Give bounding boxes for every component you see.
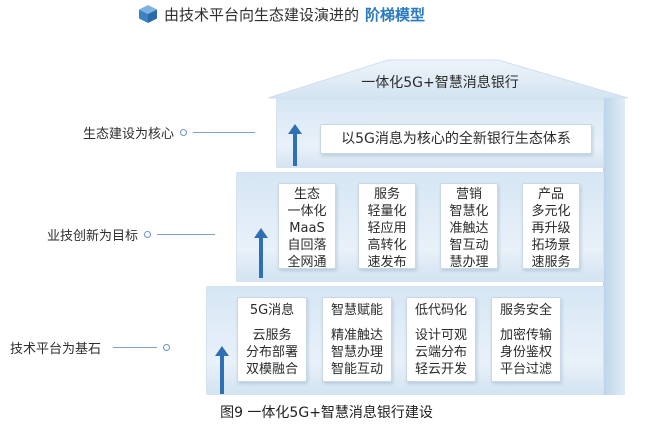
right-wall bbox=[603, 98, 625, 395]
bottom-column: 5G消息 云服务 分布部署 双模融合 bbox=[237, 297, 307, 382]
column-title: 生态 bbox=[293, 187, 320, 202]
roof-label: 一体化5G+智慧消息银行 bbox=[361, 75, 519, 91]
bottom-column: 低代码化 设计可观 云端分布 轻云开发 bbox=[406, 297, 476, 382]
diagram-header: 由技术平台向生态建设演进的阶梯模型 bbox=[138, 3, 425, 25]
column-item: 全网通 bbox=[287, 255, 327, 270]
column-item: 精准触达 bbox=[330, 328, 383, 343]
middle-column: 营销 智慧化 准触达 智互动 慧办理 bbox=[440, 183, 498, 270]
column-item: 一体化 bbox=[287, 204, 327, 219]
column-item: 智互动 bbox=[449, 238, 489, 253]
column-item: 智慧办理 bbox=[330, 345, 383, 360]
side-label-text: 技术平台为基石 bbox=[10, 342, 102, 357]
figure-caption: 图9 一体化5G+智慧消息银行建设 bbox=[220, 405, 433, 421]
column-item: 分布部署 bbox=[245, 345, 298, 360]
connector-line bbox=[193, 131, 256, 134]
column-item: 轻云开发 bbox=[414, 362, 467, 377]
cube-icon bbox=[139, 5, 157, 23]
column-item: 高转化 bbox=[367, 238, 407, 253]
arrow-up-icon bbox=[254, 228, 268, 278]
arrow-up-icon bbox=[288, 124, 302, 166]
side-label-middle: 业技创新为目标 bbox=[47, 225, 216, 244]
column-item: 平台过滤 bbox=[499, 362, 552, 377]
column-item: 慧办理 bbox=[449, 255, 489, 270]
connector-dot-icon bbox=[144, 231, 152, 238]
column-item: 云端分布 bbox=[414, 345, 467, 360]
column-item: 身份鉴权 bbox=[499, 345, 552, 360]
header-title-accent: 阶梯模型 bbox=[365, 5, 426, 24]
column-title: 低代码化 bbox=[414, 303, 467, 318]
bottom-column: 服务安全 加密传输 身份鉴权 平台过滤 bbox=[491, 297, 561, 382]
column-item: 自回落 bbox=[287, 238, 327, 253]
middle-column: 产品 多元化 再升级 拓场景 速服务 bbox=[522, 183, 580, 270]
connector-line bbox=[157, 233, 216, 236]
side-label-text: 业技创新为目标 bbox=[47, 229, 139, 244]
middle-column: 服务 轻量化 轻应用 高转化 速发布 bbox=[358, 183, 416, 270]
column-item: 再升级 bbox=[531, 221, 571, 236]
middle-column: 生态 一体化 MaaS 自回落 全网通 bbox=[278, 183, 336, 270]
side-label-text: 生态建设为核心 bbox=[83, 127, 175, 142]
connector-dot-icon bbox=[163, 344, 171, 351]
column-item: 速发布 bbox=[367, 255, 407, 270]
column-item: 加密传输 bbox=[499, 328, 552, 343]
column-item: 多元化 bbox=[531, 204, 571, 219]
column-title: 产品 bbox=[537, 187, 564, 202]
column-item: 拓场景 bbox=[531, 238, 571, 253]
side-label-top: 生态建设为核心 bbox=[83, 123, 256, 142]
arrow-up-icon bbox=[215, 346, 229, 394]
column-item: 智能互动 bbox=[330, 362, 383, 377]
column-item: 速服务 bbox=[531, 255, 571, 270]
column-title: 5G消息 bbox=[249, 303, 295, 318]
column-item: 轻应用 bbox=[367, 221, 407, 236]
building: 一体化5G+智慧消息银行 以5G消息为核心的全新银行生态体系 生态 一体化 Ma… bbox=[206, 59, 629, 395]
column-title: 营销 bbox=[455, 187, 482, 202]
ecosystem-box: 以5G消息为核心的全新银行生态体系 bbox=[320, 124, 592, 154]
column-title: 服务安全 bbox=[499, 303, 552, 318]
column-item: 智慧化 bbox=[449, 204, 489, 219]
column-item: 设计可观 bbox=[414, 328, 467, 343]
column-title: 智慧赋能 bbox=[330, 303, 383, 318]
column-item: 轻量化 bbox=[367, 204, 407, 219]
connector-line bbox=[113, 346, 158, 349]
column-item: MaaS bbox=[289, 221, 325, 236]
column-item: 云服务 bbox=[252, 328, 292, 343]
header-title: 由技术平台向生态建设演进的 bbox=[164, 5, 360, 24]
bottom-column: 智慧赋能 精准触达 智慧办理 智能互动 bbox=[322, 297, 392, 382]
connector-dot-icon bbox=[180, 129, 188, 136]
side-label-bottom: 技术平台为基石 bbox=[10, 338, 171, 357]
column-item: 双模融合 bbox=[245, 362, 298, 377]
column-item: 准触达 bbox=[449, 221, 489, 236]
column-title: 服务 bbox=[373, 187, 400, 202]
